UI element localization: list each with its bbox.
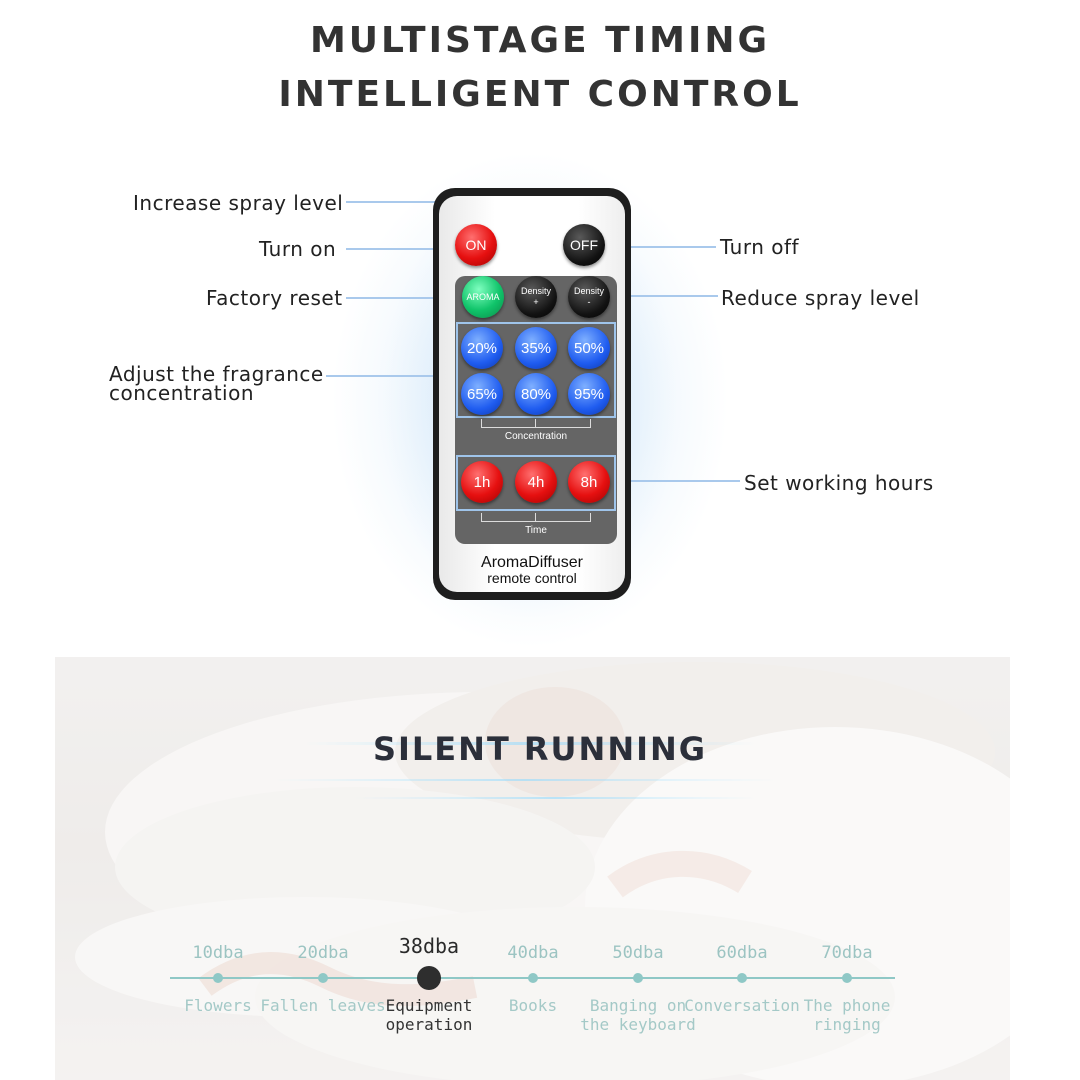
concentration-value: 20% (466, 339, 498, 357)
noise-level-dba: 40dba (507, 943, 559, 963)
time-value: 1h (473, 473, 491, 491)
plus-sign: + (533, 297, 539, 307)
density-plus-label: Density (520, 286, 551, 296)
callout-adjust-line1: Adjust the fragrance (109, 362, 324, 386)
noise-source-line1: Equipment (385, 996, 473, 1015)
noise-marker (842, 973, 852, 983)
noise-source-line2: ringing (813, 1015, 881, 1034)
density-minus-label: Density (573, 286, 604, 296)
noise-level-dba: 70dba (821, 943, 873, 963)
time-label: Time (525, 525, 547, 536)
time-8h-button[interactable]: 8h (568, 461, 610, 503)
callout-reduce-spray: Reduce spray level (721, 286, 920, 310)
noise-level-dba: 38dba (398, 934, 460, 958)
time-4h-button[interactable]: 4h (515, 461, 557, 503)
concentration-65-button[interactable]: 65% (461, 373, 503, 415)
off-label: OFF (570, 237, 598, 253)
concentration-value: 35% (520, 339, 552, 357)
callout-set-hours: Set working hours (744, 471, 934, 495)
callout-factory-reset: Factory reset (206, 286, 343, 310)
time-bracket-mid (535, 513, 536, 521)
aroma-label: AROMA (466, 292, 500, 302)
remote-face: ON OFF AROMA Density + Density - (439, 196, 625, 592)
sleeping-photo (55, 657, 1010, 1080)
brand-name: AromaDiffuser (481, 554, 583, 571)
concentration-95-button[interactable]: 95% (568, 373, 610, 415)
noise-source-line1: The phone (803, 996, 891, 1015)
noise-source-line2: the keyboard (580, 1015, 696, 1034)
noise-source: Books (463, 996, 603, 1015)
callout-turn-off: Turn off (720, 235, 800, 259)
minus-sign: - (587, 297, 591, 307)
title-line-1: MULTISTAGE TIMING (309, 20, 771, 61)
noise-source: Flowers (148, 996, 288, 1015)
concentration-label: Concentration (504, 431, 568, 442)
concentration-group-box (456, 322, 616, 418)
noise-source-line1: Flowers (184, 996, 252, 1015)
noise-source-line1: Books (508, 996, 558, 1015)
time-value: 8h (580, 473, 598, 491)
concentration-bracket-mid (535, 419, 536, 427)
concentration-value: 80% (520, 385, 552, 403)
noise-level-dba: 20dba (297, 943, 349, 963)
noise-marker (633, 973, 643, 983)
silent-running-title: SILENT RUNNING (372, 730, 708, 768)
density-minus-button[interactable]: Density - (568, 276, 610, 318)
concentration-35-button[interactable]: 35% (515, 327, 557, 369)
noise-level-dba: 50dba (612, 943, 664, 963)
aroma-button[interactable]: AROMA (462, 276, 504, 318)
on-label: ON (465, 237, 487, 253)
time-bracket (481, 513, 591, 522)
off-button[interactable]: OFF (563, 224, 605, 266)
noise-source-line2: operation (385, 1015, 473, 1034)
noise-source-line1: Fallen leaves (260, 996, 386, 1015)
concentration-value: 50% (573, 339, 605, 357)
noise-marker (318, 973, 328, 983)
density-plus-button[interactable]: Density + (515, 276, 557, 318)
concentration-bracket (481, 419, 591, 428)
noise-marker (213, 973, 223, 983)
brand-subtitle: remote control (487, 570, 577, 586)
concentration-value: 65% (466, 385, 498, 403)
button-panel: AROMA Density + Density - 20% 35% 50% 65… (455, 276, 617, 544)
noise-source-line1: Conversation (684, 996, 800, 1015)
noise-level-dba: 60dba (716, 943, 768, 963)
noise-level-dba: 10dba (192, 943, 244, 963)
on-button[interactable]: ON (455, 224, 497, 266)
noise-source: Fallen leaves (253, 996, 393, 1015)
callout-adjust-line2: concentration (109, 381, 255, 405)
callout-increase-spray: Increase spray level (133, 191, 344, 215)
time-group-box (456, 455, 616, 511)
concentration-value: 95% (573, 385, 605, 403)
noise-marker (737, 973, 747, 983)
noise-marker-active (417, 966, 441, 990)
time-value: 4h (527, 473, 545, 491)
concentration-50-button[interactable]: 50% (568, 327, 610, 369)
concentration-80-button[interactable]: 80% (515, 373, 557, 415)
remote-control: ON OFF AROMA Density + Density - (433, 188, 631, 600)
noise-source: Conversation (672, 996, 812, 1015)
noise-marker (528, 973, 538, 983)
callout-turn-on: Turn on (259, 237, 337, 261)
concentration-20-button[interactable]: 20% (461, 327, 503, 369)
noise-source-line1: Banging on (589, 996, 687, 1015)
title-line-2: INTELLIGENT CONTROL (278, 74, 802, 115)
time-1h-button[interactable]: 1h (461, 461, 503, 503)
